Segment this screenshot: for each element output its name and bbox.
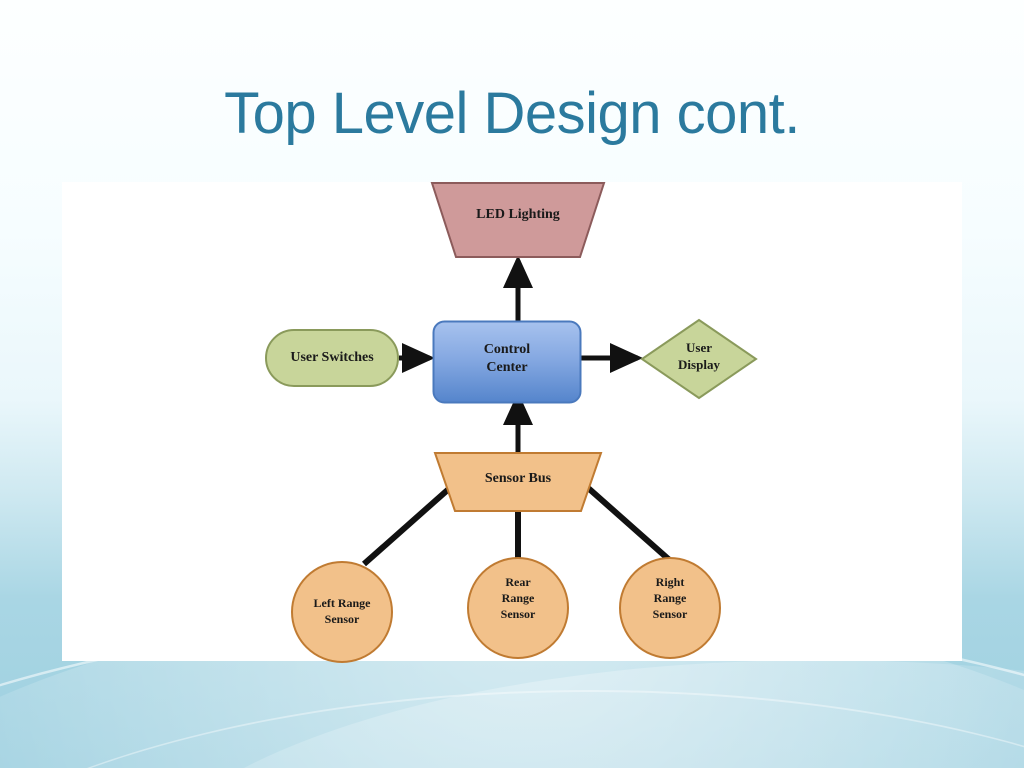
rear-range-sensor-shape bbox=[467, 557, 569, 659]
diagram-panel: LED Lighting User Switches bbox=[62, 181, 962, 664]
node-left-range-sensor[interactable] bbox=[290, 560, 394, 664]
node-led-lighting[interactable] bbox=[430, 181, 606, 261]
edge-sensor-bus-to-left-range-sensor bbox=[362, 476, 462, 567]
background-swoosh-glow-2 bbox=[120, 660, 1024, 768]
diagram-connectors bbox=[362, 254, 676, 567]
node-rear-range-sensor[interactable] bbox=[466, 556, 570, 660]
right-range-sensor-shape bbox=[619, 557, 721, 659]
edge-sensor-bus-to-right-range-sensor bbox=[576, 476, 676, 567]
node-user-switches[interactable] bbox=[264, 328, 400, 388]
node-user-display[interactable] bbox=[640, 318, 758, 400]
left-range-sensor-shape bbox=[291, 561, 393, 663]
control-center-shape bbox=[432, 320, 582, 404]
node-right-range-sensor[interactable] bbox=[618, 556, 722, 660]
led-lighting-shape bbox=[430, 182, 606, 258]
slide-title: Top Level Design cont. bbox=[224, 81, 800, 146]
sensor-bus-shape bbox=[433, 452, 603, 512]
node-control-center[interactable] bbox=[432, 320, 582, 404]
user-switches-shape bbox=[265, 329, 399, 387]
node-sensor-bus[interactable] bbox=[433, 451, 603, 513]
background-swoosh-arc-2 bbox=[0, 690, 1024, 768]
block-diagram: LED Lighting User Switches bbox=[62, 181, 962, 664]
user-display-shape bbox=[640, 318, 758, 400]
